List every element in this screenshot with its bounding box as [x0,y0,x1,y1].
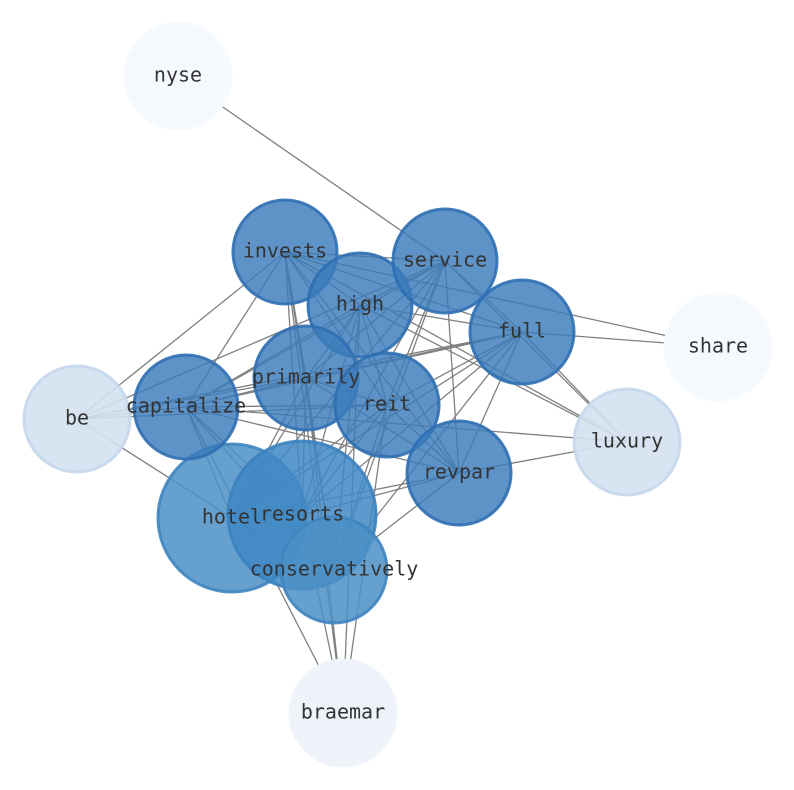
node-label-invests: invests [243,239,327,263]
node-capitalize[interactable] [132,353,240,461]
node-label-resorts: resorts [260,502,344,526]
node-label-capitalize: capitalize [126,394,246,418]
node-invests[interactable] [231,198,339,306]
node-conservatively[interactable] [279,515,389,625]
node-service[interactable] [391,207,499,315]
node-braemar[interactable] [288,658,398,768]
node-label-hotel: hotel [202,505,262,529]
node-reit[interactable] [333,351,441,459]
node-share[interactable] [663,292,773,402]
node-label-revpar: revpar [423,460,495,484]
node-be[interactable] [22,364,132,474]
node-revpar[interactable] [405,419,513,527]
node-label-full: full [498,319,546,343]
nodes-layer [22,21,773,768]
node-label-be: be [65,406,89,430]
node-label-braemar: braemar [301,700,385,724]
node-label-high: high [336,292,384,316]
node-label-luxury: luxury [591,429,663,453]
node-label-primarily: primarily [252,365,360,389]
node-label-reit: reit [363,392,411,416]
node-label-share: share [688,334,748,358]
node-label-conservatively: conservatively [250,557,419,581]
node-label-nyse: nyse [154,63,202,87]
node-label-service: service [403,248,487,272]
node-luxury[interactable] [572,387,682,497]
node-high[interactable] [306,251,414,359]
node-full[interactable] [468,278,576,386]
node-nyse[interactable] [123,21,233,131]
